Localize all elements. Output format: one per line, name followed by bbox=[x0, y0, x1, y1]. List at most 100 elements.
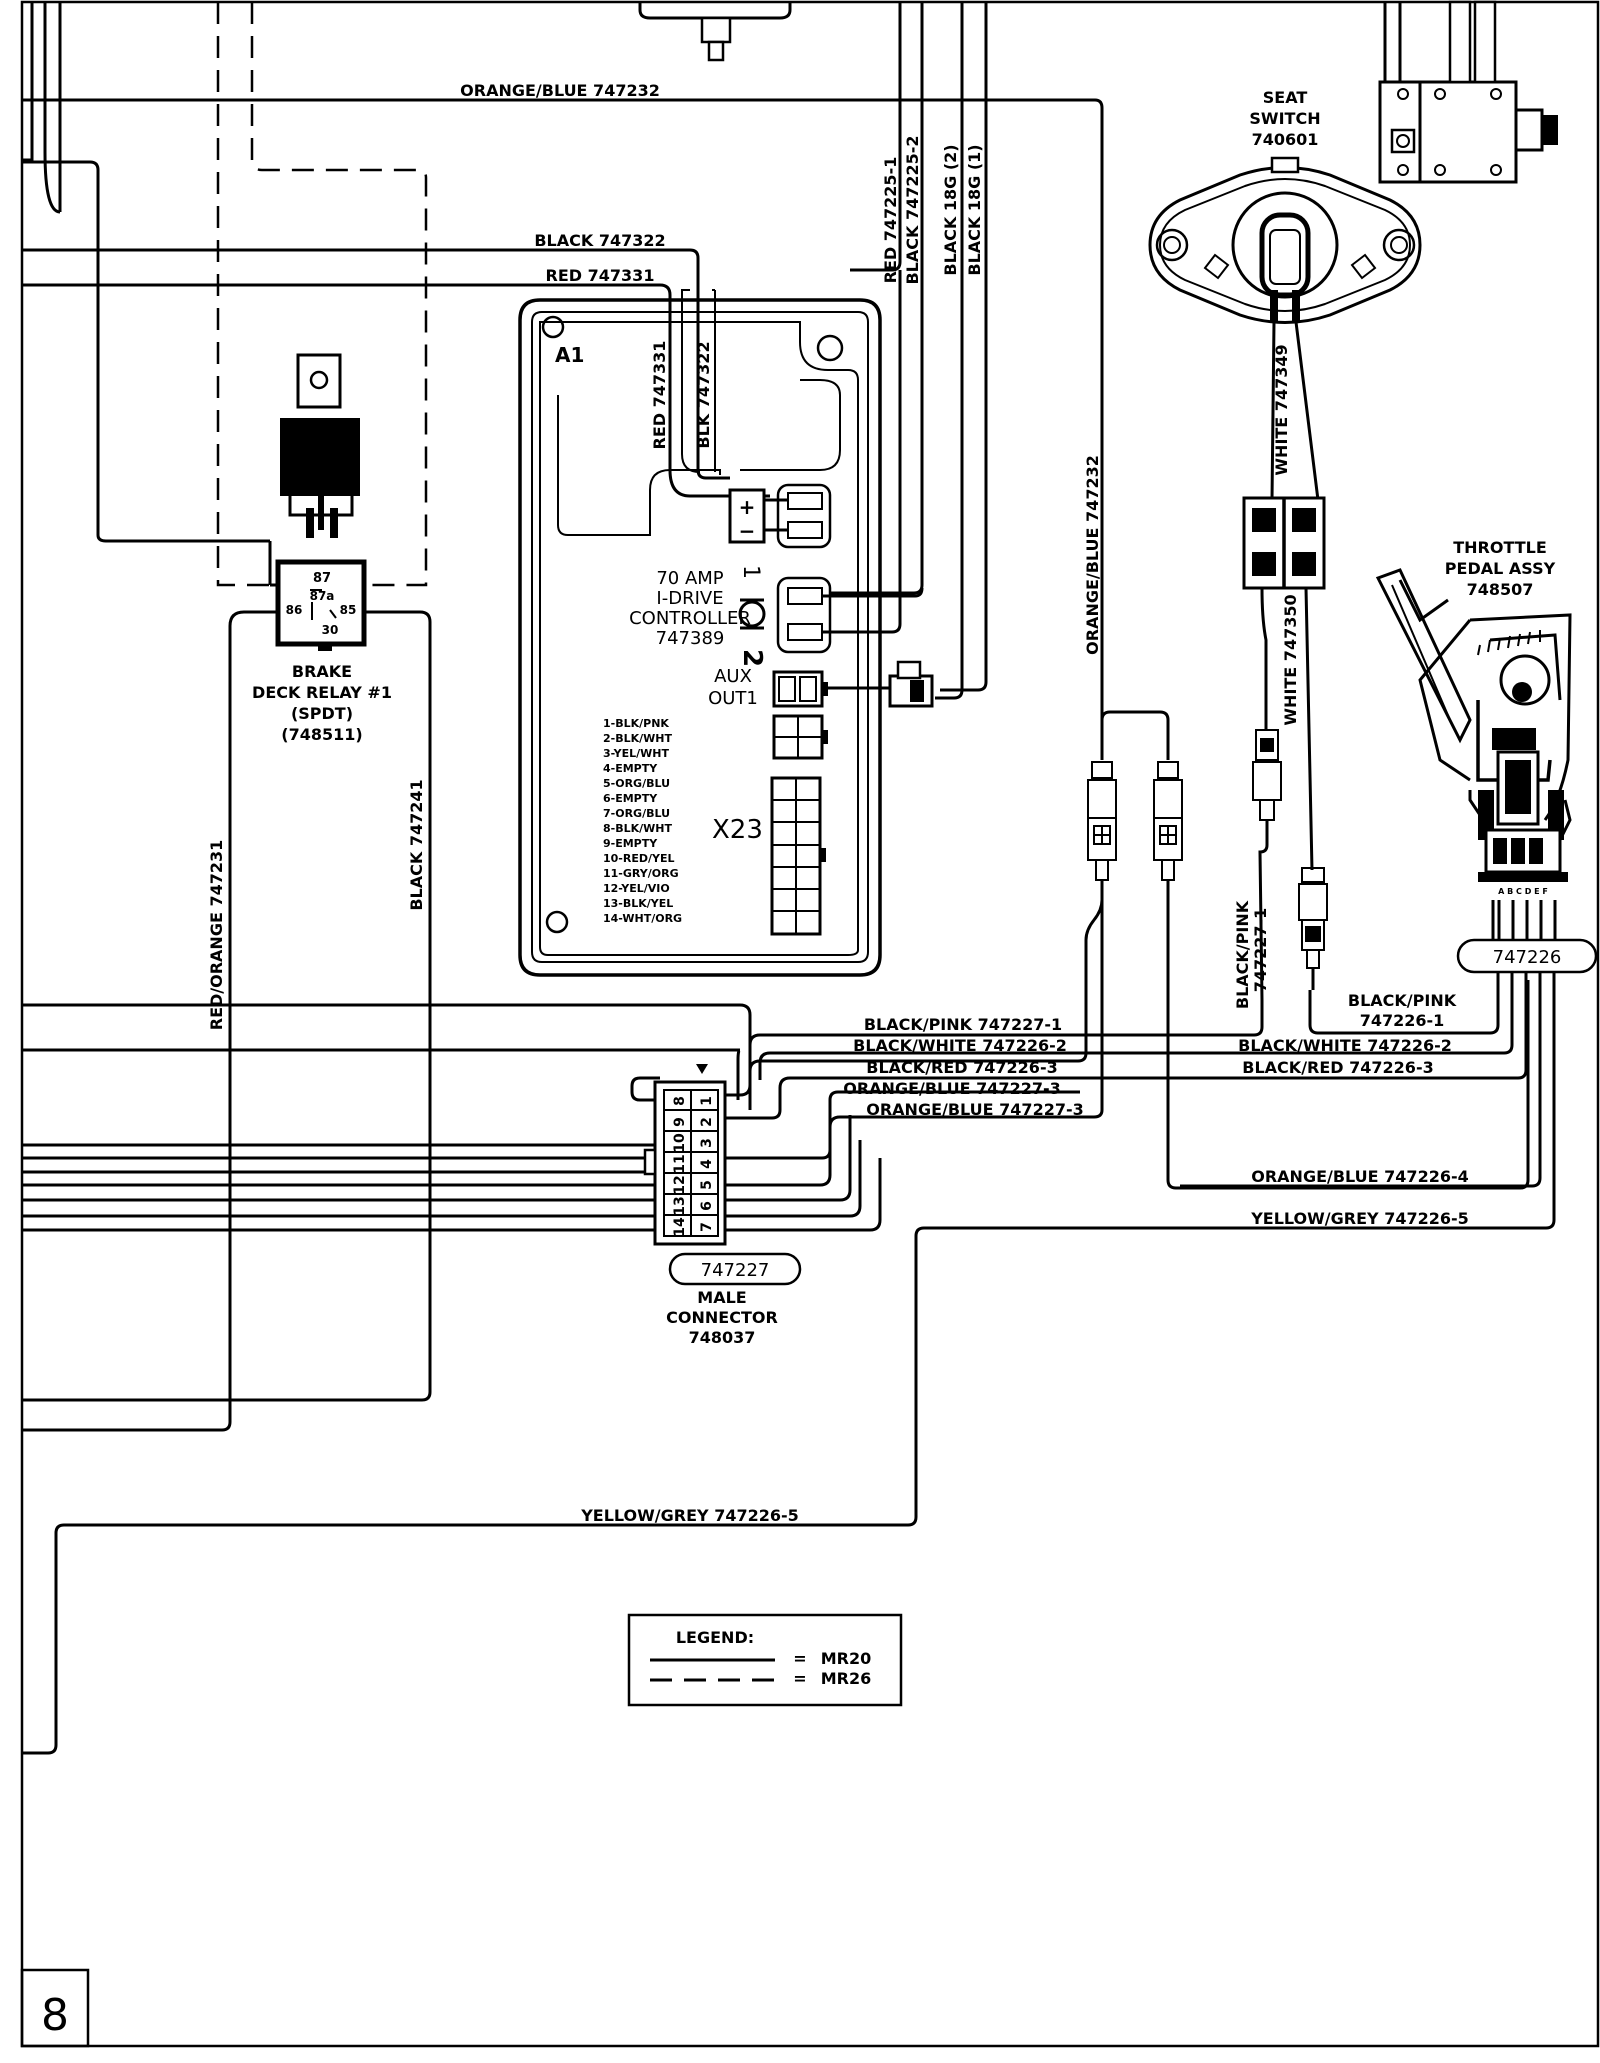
wire-orange-blue-747227-3-b: ORANGE/BLUE 747227-3 bbox=[866, 1100, 1083, 1119]
legend-title: LEGEND: bbox=[676, 1628, 754, 1647]
relay-pin-87: 87 bbox=[313, 571, 331, 586]
top-right-component bbox=[1378, 0, 1558, 184]
page-number: 8 bbox=[41, 1990, 69, 2041]
legend-solid-label: MR20 bbox=[821, 1649, 872, 1668]
pin-8: 8 bbox=[672, 1096, 688, 1106]
pin-4: 4 bbox=[699, 1159, 715, 1169]
controller-label-4: 747389 bbox=[656, 628, 725, 649]
x23-pin-1: 1-BLK/PNK bbox=[603, 717, 669, 730]
aux-out-label-1: AUX bbox=[714, 666, 752, 687]
throttle-harness-wires bbox=[22, 972, 1556, 1755]
throttle-pin-letters: A B C D E F bbox=[1498, 887, 1548, 896]
pin-12: 12 bbox=[672, 1175, 688, 1194]
dashed-mr26-wiring bbox=[216, 2, 428, 587]
wire-black-pink-747226-1: 747226-1 bbox=[1360, 1011, 1445, 1030]
wire-black-18g-1: BLACK 18G (1) bbox=[965, 144, 984, 275]
controller-label-2: I-DRIVE bbox=[656, 588, 723, 609]
pin-14: 14 bbox=[672, 1217, 688, 1237]
male-connector-748037: 8 9 10 11 12 13 14 1 2 3 4 5 6 7 747227 … bbox=[22, 1003, 1080, 1347]
wire-blk-747322-vertical: BLK 747322 bbox=[694, 341, 713, 448]
x23-pin-13: 13-BLK/YEL bbox=[603, 897, 673, 910]
wire-orange-blue-747232-top: ORANGE/BLUE 747232 bbox=[460, 81, 660, 100]
white-wires: WHITE 747349 WHITE 747350 BLACK/PINK 747… bbox=[720, 344, 1328, 1097]
wire-red-747225-1: RED 747225-1 bbox=[881, 157, 900, 284]
seat-switch-label-1: SEAT bbox=[1263, 88, 1308, 107]
seat-switch-label-2: SWITCH bbox=[1249, 109, 1320, 128]
svg-text:−: − bbox=[739, 519, 756, 543]
brake-deck-relay: 87 87a 86 85 30 BRAKE DECK RELAY #1 (SPD… bbox=[22, 353, 432, 1432]
throttle-label-1: THROTTLE bbox=[1453, 538, 1547, 557]
seat-switch: SEAT SWITCH 740601 bbox=[1148, 88, 1422, 501]
inline-connectors bbox=[710, 710, 1530, 1190]
relay-label-1: BRAKE bbox=[292, 662, 352, 681]
wire-black-747241: BLACK 747241 bbox=[407, 779, 426, 910]
relay-label-2: DECK RELAY #1 bbox=[252, 683, 392, 702]
harness-747227-oval bbox=[668, 1252, 802, 1286]
pin-1: 1 bbox=[699, 1096, 715, 1106]
wire-black-pink-747227-1-vertical-line1: BLACK/PINK bbox=[1233, 900, 1252, 1009]
wire-yellow-grey-747226-5-bottom: YELLOW/GREY 747226-5 bbox=[580, 1506, 799, 1525]
pin-3: 3 bbox=[699, 1138, 715, 1148]
relay-pin-86: 86 bbox=[286, 603, 303, 617]
terminal-label-2: 2 bbox=[737, 649, 767, 667]
wire-black-pink-747226-1-line1: BLACK/PINK bbox=[1348, 991, 1457, 1010]
page-border bbox=[20, 0, 1600, 2048]
x23-pin-4: 4-EMPTY bbox=[603, 762, 658, 775]
x23-pin-11: 11-GRY/ORG bbox=[603, 867, 679, 880]
pin-11: 11 bbox=[672, 1154, 688, 1173]
x23-pin-10: 10-RED/YEL bbox=[603, 852, 675, 865]
legend-eq-2: = bbox=[793, 1669, 806, 1688]
pin-6: 6 bbox=[699, 1201, 715, 1211]
wire-black-red-747226-3-right: BLACK/RED 747226-3 bbox=[1242, 1058, 1433, 1077]
pin-2: 2 bbox=[699, 1117, 715, 1127]
x23-pin-2: 2-BLK/WHT bbox=[603, 732, 672, 745]
relay-pin-85: 85 bbox=[340, 603, 357, 617]
seat-switch-label-3: 740601 bbox=[1252, 130, 1319, 149]
harness-747226-label: 747226 bbox=[1493, 947, 1562, 968]
wire-black-white-747226-2-right: BLACK/WHITE 747226-2 bbox=[1238, 1036, 1452, 1055]
x23-pin-7: 7-ORG/BLU bbox=[603, 807, 670, 820]
controller-label-1: 70 AMP bbox=[656, 568, 723, 589]
wire-red-747331: RED 747331 bbox=[546, 266, 655, 285]
wire-black-747322: BLACK 747322 bbox=[534, 231, 665, 250]
wire-red-747331-vertical: RED 747331 bbox=[650, 341, 669, 450]
controller-label-3: CONTROLLER bbox=[629, 608, 751, 629]
pin-7: 7 bbox=[699, 1222, 715, 1232]
legend-dashed-label: MR26 bbox=[821, 1669, 872, 1688]
legend-eq-1: = bbox=[793, 1649, 806, 1668]
x23-pin-9: 9-EMPTY bbox=[603, 837, 658, 850]
relay-label-4: (748511) bbox=[281, 725, 362, 744]
x23-pin-8: 8-BLK/WHT bbox=[603, 822, 672, 835]
top-part-stub bbox=[638, 2, 988, 700]
svg-text:+: + bbox=[739, 495, 756, 519]
x23-pin-list: 1-BLK/PNK 2-BLK/WHT 3-YEL/WHT 4-EMPTY 5-… bbox=[603, 717, 682, 925]
wire-white-747350: WHITE 747350 bbox=[1281, 594, 1300, 725]
connector-pins-right: 1 2 3 4 5 6 7 bbox=[699, 1096, 715, 1232]
wire-black-red-747226-3-left: BLACK/RED 747226-3 bbox=[866, 1058, 1057, 1077]
x23-pin-6: 6-EMPTY bbox=[603, 792, 658, 805]
pin-5: 5 bbox=[699, 1180, 715, 1190]
pin-9: 9 bbox=[672, 1117, 688, 1127]
harness-747227-label: 747227 bbox=[701, 1260, 770, 1281]
wire-black-pink-747227-1-vertical: 747227-1 bbox=[1251, 908, 1270, 993]
terminal-label-1: 1 bbox=[738, 565, 763, 579]
wire-red-orange-747231: RED/ORANGE 747231 bbox=[207, 840, 226, 1031]
connector-pins-left: 8 9 10 11 12 13 14 bbox=[672, 1096, 688, 1237]
relay-pin-30: 30 bbox=[322, 623, 339, 637]
page-number-box bbox=[20, 1968, 90, 2048]
wire-orange-blue-747227-3-a: ORANGE/BLUE 747227-3 bbox=[843, 1079, 1060, 1098]
male-connector-label-3: 748037 bbox=[689, 1328, 756, 1347]
x23-pin-3: 3-YEL/WHT bbox=[603, 747, 669, 760]
wire-orange-blue-747232-vertical: ORANGE/BLUE 747232 bbox=[1083, 455, 1102, 655]
wire-white-747349: WHITE 747349 bbox=[1272, 344, 1291, 475]
wire-black-pink-747227-1: BLACK/PINK 747227-1 bbox=[864, 1015, 1062, 1034]
aux-out-label-2: OUT1 bbox=[708, 688, 758, 709]
male-connector-label-1: MALE bbox=[697, 1288, 746, 1307]
throttle-label-3: 748507 bbox=[1467, 580, 1534, 599]
controller-a1: A1 RED 747331 BLK 747322 + − 1 2 70 AMP … bbox=[518, 270, 934, 977]
wire-black-747225-2: BLACK 747225-2 bbox=[903, 135, 922, 284]
relay-label-3: (SPDT) bbox=[291, 704, 353, 723]
wire-yellow-grey-747226-5-right: YELLOW/GREY 747226-5 bbox=[1250, 1209, 1469, 1228]
